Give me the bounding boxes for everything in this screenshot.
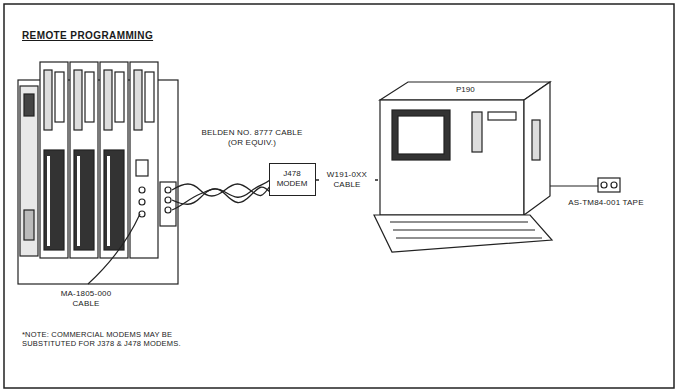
drawing-part xyxy=(104,150,124,250)
drawing-part xyxy=(374,215,552,252)
drawing-part xyxy=(107,156,110,246)
drawing-part xyxy=(74,150,94,250)
drawing-part xyxy=(70,62,98,258)
drawing-part xyxy=(532,120,540,160)
drawing-part xyxy=(472,112,482,152)
cable-label: MA-1805-000 CABLE xyxy=(46,289,126,308)
node-text-group: J478 MODEM xyxy=(275,169,309,189)
cable-label: AS-TM84-001 TAPE xyxy=(566,198,646,208)
drawing-part xyxy=(380,100,524,215)
drawing-part xyxy=(488,112,516,120)
drawing-part xyxy=(44,150,64,250)
drawing-part xyxy=(611,182,617,188)
twisted-cable xyxy=(172,180,270,210)
cable-label: BELDEN NO. 8777 CABLE (OR EQUIV.) xyxy=(196,128,308,147)
drawing-part xyxy=(601,182,607,188)
drawing-part xyxy=(145,72,154,122)
drawing-part xyxy=(393,229,535,230)
frame xyxy=(4,4,674,388)
drawing-part xyxy=(44,70,52,130)
drawing-part xyxy=(85,72,94,122)
drawing-part xyxy=(165,187,171,193)
tape-cassette xyxy=(598,178,620,192)
node-text: J478 MODEM xyxy=(275,169,309,189)
drawing-part xyxy=(139,187,145,193)
drawing-part xyxy=(139,199,145,205)
computer-terminal xyxy=(374,82,598,252)
note-text: *NOTE: COMMERCIAL MODEMS MAY BE SUBSTITU… xyxy=(22,330,194,348)
cable-label: W191-0XX CABLE xyxy=(319,169,375,190)
drawing-part xyxy=(598,178,620,192)
drawing-part xyxy=(136,160,148,176)
modem-box: J478 MODEM xyxy=(269,163,316,196)
drawing-part xyxy=(390,221,528,222)
drawing-part xyxy=(396,237,542,238)
drawing-part xyxy=(47,156,50,246)
drawing-part xyxy=(550,185,598,186)
drawing-part xyxy=(20,86,38,256)
drawing-part xyxy=(392,110,450,160)
drawing-part xyxy=(115,72,124,122)
drawing-part xyxy=(104,70,112,130)
drawing-part xyxy=(77,156,80,246)
drawing-part xyxy=(134,70,142,130)
drawing-part xyxy=(100,62,128,258)
drawing-part xyxy=(74,70,82,130)
diagram-title: REMOTE PROGRAMMING xyxy=(22,30,153,42)
drawing-part xyxy=(24,94,34,116)
terminal-dots xyxy=(47,156,110,246)
drawing-part xyxy=(380,82,550,100)
node-text-group: P190 xyxy=(456,85,475,95)
plc-rack xyxy=(18,62,178,284)
leader-line xyxy=(88,214,140,284)
drawing-part xyxy=(172,180,270,210)
drawing-part xyxy=(130,62,158,258)
drawing-part xyxy=(398,116,444,154)
drawing-part xyxy=(165,197,171,203)
drawing-part xyxy=(524,82,550,215)
computer-node: P190 xyxy=(378,80,552,252)
drawing-part xyxy=(165,207,171,213)
drawing-part xyxy=(24,210,34,240)
drawing-part xyxy=(55,72,64,122)
node-text: P190 xyxy=(456,85,475,95)
drawing-part xyxy=(40,62,68,258)
